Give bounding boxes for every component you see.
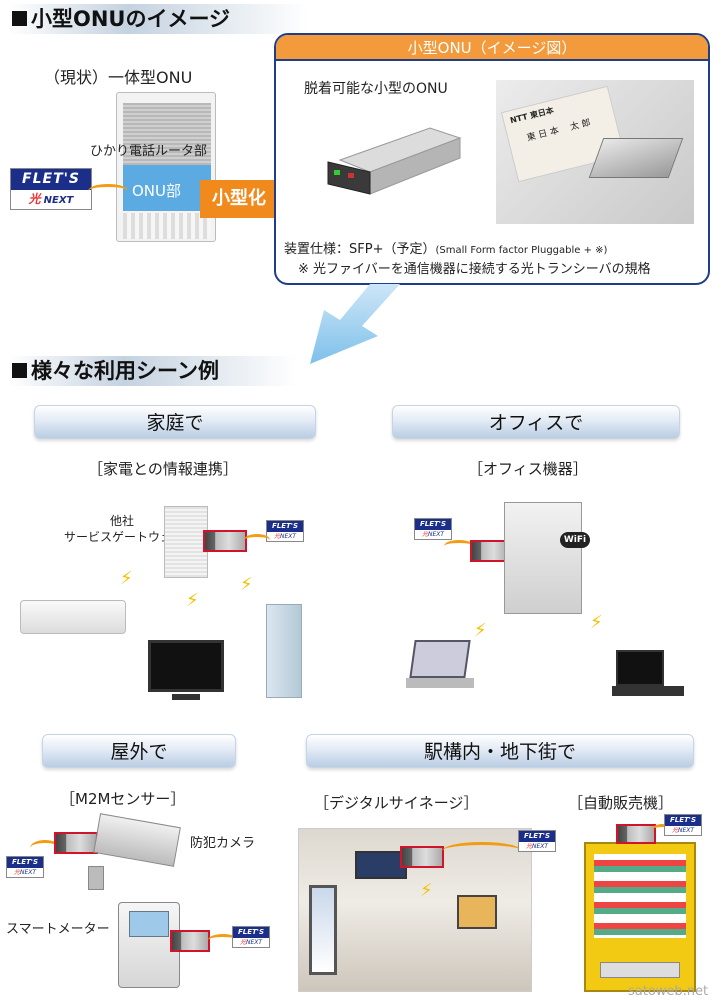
office-cable xyxy=(444,540,474,552)
home-cable xyxy=(244,534,270,546)
scene-head-station: 駅構内・地下街で xyxy=(306,734,694,768)
flets-brand-text: FLET'S xyxy=(11,169,91,190)
onu-section xyxy=(123,165,211,211)
meter-sfp xyxy=(170,930,210,952)
laptop-base-2 xyxy=(612,686,684,696)
laptop-base xyxy=(406,678,474,688)
vending-sfp xyxy=(616,824,656,844)
fiber-cable xyxy=(88,184,128,198)
panel-header: 小型ONU（イメージ図） xyxy=(276,35,708,61)
section-title-scenes: 様々な利用シーン例 xyxy=(8,356,298,386)
wifi-icon: WiFi xyxy=(560,532,590,548)
scene-head-home: 家庭で xyxy=(34,405,316,439)
signal-bolt-icon: ⚡ xyxy=(120,568,133,589)
router-section xyxy=(123,103,211,165)
signal-bolt-icon: ⚡ xyxy=(474,620,487,641)
scene-head-office: オフィスで xyxy=(392,405,680,439)
scene-sub-outdoor: ［M2Mセンサー］ xyxy=(60,790,186,808)
wall-signage xyxy=(457,895,497,929)
section-title-text: 様々な利用シーン例 xyxy=(31,359,219,383)
laptop-icon-2 xyxy=(616,650,664,686)
spec-line-1: 装置仕様：SFP+（予定）(Small Form factor Pluggabl… xyxy=(284,238,607,257)
router-section-label: ひかり電話ルータ部 xyxy=(90,144,208,159)
camera-label: 防犯カメラ xyxy=(190,836,256,851)
outdoor-cable xyxy=(30,840,60,856)
vending-machine-icon xyxy=(584,842,696,992)
camera-mount xyxy=(88,866,104,890)
scene-head-outdoor: 屋外で xyxy=(42,734,236,768)
vending-cable xyxy=(652,824,672,836)
detachable-onu-label: 脱着可能な小型のONU xyxy=(304,81,448,97)
gateway-label-2: サービスゲートウェイ xyxy=(64,530,185,544)
downsize-arrow xyxy=(200,180,284,218)
security-camera-icon xyxy=(93,813,181,867)
air-conditioner-icon xyxy=(20,600,126,634)
section-title-text: 小型ONUのイメージ xyxy=(31,7,231,31)
signage-sfp xyxy=(400,846,444,868)
square-bullet-icon xyxy=(12,363,27,378)
down-arrow xyxy=(310,284,400,364)
section-title-small-onu: 小型ONUのイメージ xyxy=(8,4,308,34)
integrated-onu-device xyxy=(116,92,216,242)
current-onu-label: （現状）一体型ONU xyxy=(44,68,193,87)
tv-stand xyxy=(172,694,200,700)
home-sfp xyxy=(203,530,247,552)
vending-slot xyxy=(600,962,680,978)
downsize-arrow-label: 小型化 xyxy=(212,188,266,209)
spec-line-2: ※ 光ファイバーを通信機器に接続する光トランシーバの規格 xyxy=(298,262,651,277)
scene-sub-signage: ［デジタルサイネージ］ xyxy=(314,794,479,812)
refrigerator-icon xyxy=(266,604,302,698)
meter-display xyxy=(129,911,169,937)
device-base xyxy=(123,213,211,239)
sfp-photo-module xyxy=(588,138,684,178)
flets-next-text: NEXT xyxy=(43,195,74,206)
signal-bolt-icon: ⚡ xyxy=(186,590,199,611)
spec-small: (Small Form factor Pluggable + ※) xyxy=(435,245,608,256)
meter-cable xyxy=(208,934,238,946)
office-sfp xyxy=(470,540,510,562)
sfp-photo: NTT 東日本 東 日 本 太 郎 xyxy=(496,80,694,224)
spec-main: 装置仕様：SFP+（予定） xyxy=(284,242,436,257)
smart-meter-icon xyxy=(118,902,180,988)
scene-sub-vending: ［自動販売機］ xyxy=(568,794,674,812)
scene-sub-home: ［家電との情報連携］ xyxy=(88,460,238,478)
gateway-label-1: 他社 xyxy=(110,514,135,528)
signal-bolt-icon: ⚡ xyxy=(240,574,253,595)
signal-bolt-icon: ⚡ xyxy=(590,612,603,633)
signage-cable xyxy=(442,842,522,860)
onu-section-label: ONU部 xyxy=(132,182,182,200)
standing-signage xyxy=(309,885,337,975)
vending-drinks xyxy=(594,854,686,938)
gateway-device xyxy=(164,506,208,578)
smart-meter-label: スマートメーター xyxy=(6,922,110,937)
sfp-module-drawing xyxy=(327,127,462,195)
square-bullet-icon xyxy=(12,11,27,26)
scene-sub-office: ［オフィス機器］ xyxy=(468,460,588,478)
flets-hikari-text: 光 xyxy=(28,192,41,206)
copier-icon xyxy=(504,502,582,614)
tv-icon xyxy=(148,640,224,692)
signal-bolt-icon: ⚡ xyxy=(420,880,433,901)
camera-sfp xyxy=(54,832,98,854)
laptop-icon xyxy=(409,640,471,678)
watermark: satoweb.net xyxy=(628,984,709,999)
